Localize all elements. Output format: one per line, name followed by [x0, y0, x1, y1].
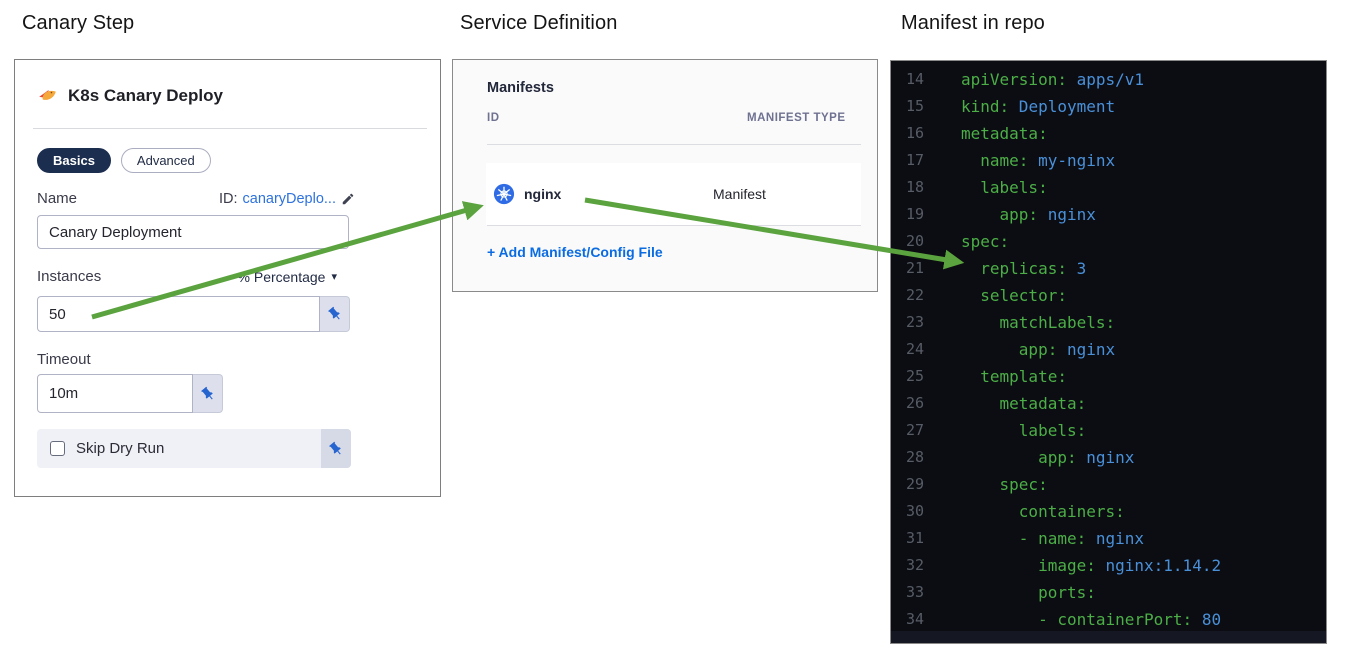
pin-icon — [328, 441, 344, 457]
timeout-pin-button[interactable] — [193, 374, 223, 413]
pin-icon — [327, 306, 343, 322]
code-line: 27 labels: — [905, 421, 1087, 440]
name-label: Name — [37, 190, 78, 207]
code-line: 34 - containerPort: 80 — [905, 610, 1222, 629]
timeout-input-group — [37, 374, 223, 413]
canary-bird-icon — [37, 85, 58, 106]
instances-pin-button[interactable] — [320, 296, 350, 332]
code-line: 28 app: nginx — [905, 448, 1135, 467]
code-line: 25 template: — [905, 367, 1067, 386]
id-prefix-label: ID: — [218, 190, 238, 207]
instances-input[interactable] — [37, 296, 320, 332]
code-line: 29 spec: — [905, 475, 1048, 494]
timeout-input[interactable] — [37, 374, 193, 413]
manifest-id: nginx — [524, 186, 562, 202]
manifests-column-headers: ID MANIFEST TYPE — [487, 112, 861, 124]
code-line: 31 - name: nginx — [905, 529, 1145, 548]
kubernetes-icon — [493, 183, 515, 205]
manifest-row-nginx[interactable]: nginx Manifest — [486, 163, 861, 225]
skip-dry-run-label: Skip Dry Run — [76, 440, 165, 457]
instances-unit-label: % Percentage — [237, 268, 326, 285]
code-line: 30 containers: — [905, 502, 1125, 521]
column-manifest-type: MANIFEST TYPE — [747, 112, 846, 124]
skip-dry-run-row: Skip Dry Run — [37, 429, 351, 468]
edit-icon[interactable] — [341, 192, 355, 206]
table-divider — [487, 144, 861, 145]
code-scrollbar-track — [891, 631, 1326, 643]
manifest-type: Manifest — [713, 186, 766, 202]
header-divider — [33, 128, 427, 129]
pin-icon — [200, 386, 216, 402]
instances-input-group — [37, 296, 350, 332]
step-id-link[interactable]: canaryDeplo... — [242, 190, 337, 207]
tab-advanced[interactable]: Advanced — [120, 148, 211, 173]
chevron-down-icon: ▾ — [331, 271, 337, 283]
heading-canary-step: Canary Step — [22, 12, 135, 34]
code-line: 33 ports: — [905, 583, 1096, 602]
column-id: ID — [487, 112, 500, 124]
name-row: Name ID: canaryDeplo... — [37, 190, 355, 207]
code-line: 17 name: my-nginx — [905, 151, 1116, 170]
instances-unit-dropdown[interactable]: % Percentage ▾ — [238, 269, 337, 285]
code-line: 26 metadata: — [905, 394, 1087, 413]
skip-dry-run-checkbox[interactable] — [50, 441, 65, 456]
timeout-label: Timeout — [37, 351, 91, 368]
table-divider — [487, 225, 861, 226]
code-line: 24 app: nginx — [905, 340, 1116, 359]
instances-row: Instances % Percentage ▾ — [37, 268, 337, 285]
heading-manifest-in-repo: Manifest in repo — [901, 12, 1045, 34]
code-line: 23 matchLabels: — [905, 313, 1116, 332]
code-line: 18 labels: — [905, 178, 1048, 197]
skip-dry-run-pin-button[interactable] — [321, 429, 351, 468]
code-line: 22 selector: — [905, 286, 1067, 305]
instances-label: Instances — [37, 268, 102, 285]
code-line: 32 image: nginx:1.14.2 — [905, 556, 1222, 575]
step-id-block: ID: canaryDeplo... — [219, 191, 355, 207]
tab-basics[interactable]: Basics — [37, 148, 111, 173]
code-line: 19 app: nginx — [905, 205, 1096, 224]
service-definition-panel: Manifests ID MANIFEST TYPE — [452, 59, 878, 292]
tab-bar: Basics Advanced — [37, 148, 211, 173]
step-title: K8s Canary Deploy — [68, 85, 223, 105]
name-input[interactable] — [37, 215, 349, 249]
code-line-replicas: 21 replicas: 3 — [905, 259, 1087, 278]
step-header: K8s Canary Deploy — [37, 85, 223, 106]
add-manifest-link[interactable]: + Add Manifest/Config File — [487, 244, 663, 260]
manifests-title: Manifests — [487, 80, 554, 96]
canary-step-panel: K8s Canary Deploy Basics Advanced Name I… — [14, 59, 441, 497]
timeout-row: Timeout — [37, 351, 355, 368]
heading-service-definition: Service Definition — [460, 12, 618, 34]
